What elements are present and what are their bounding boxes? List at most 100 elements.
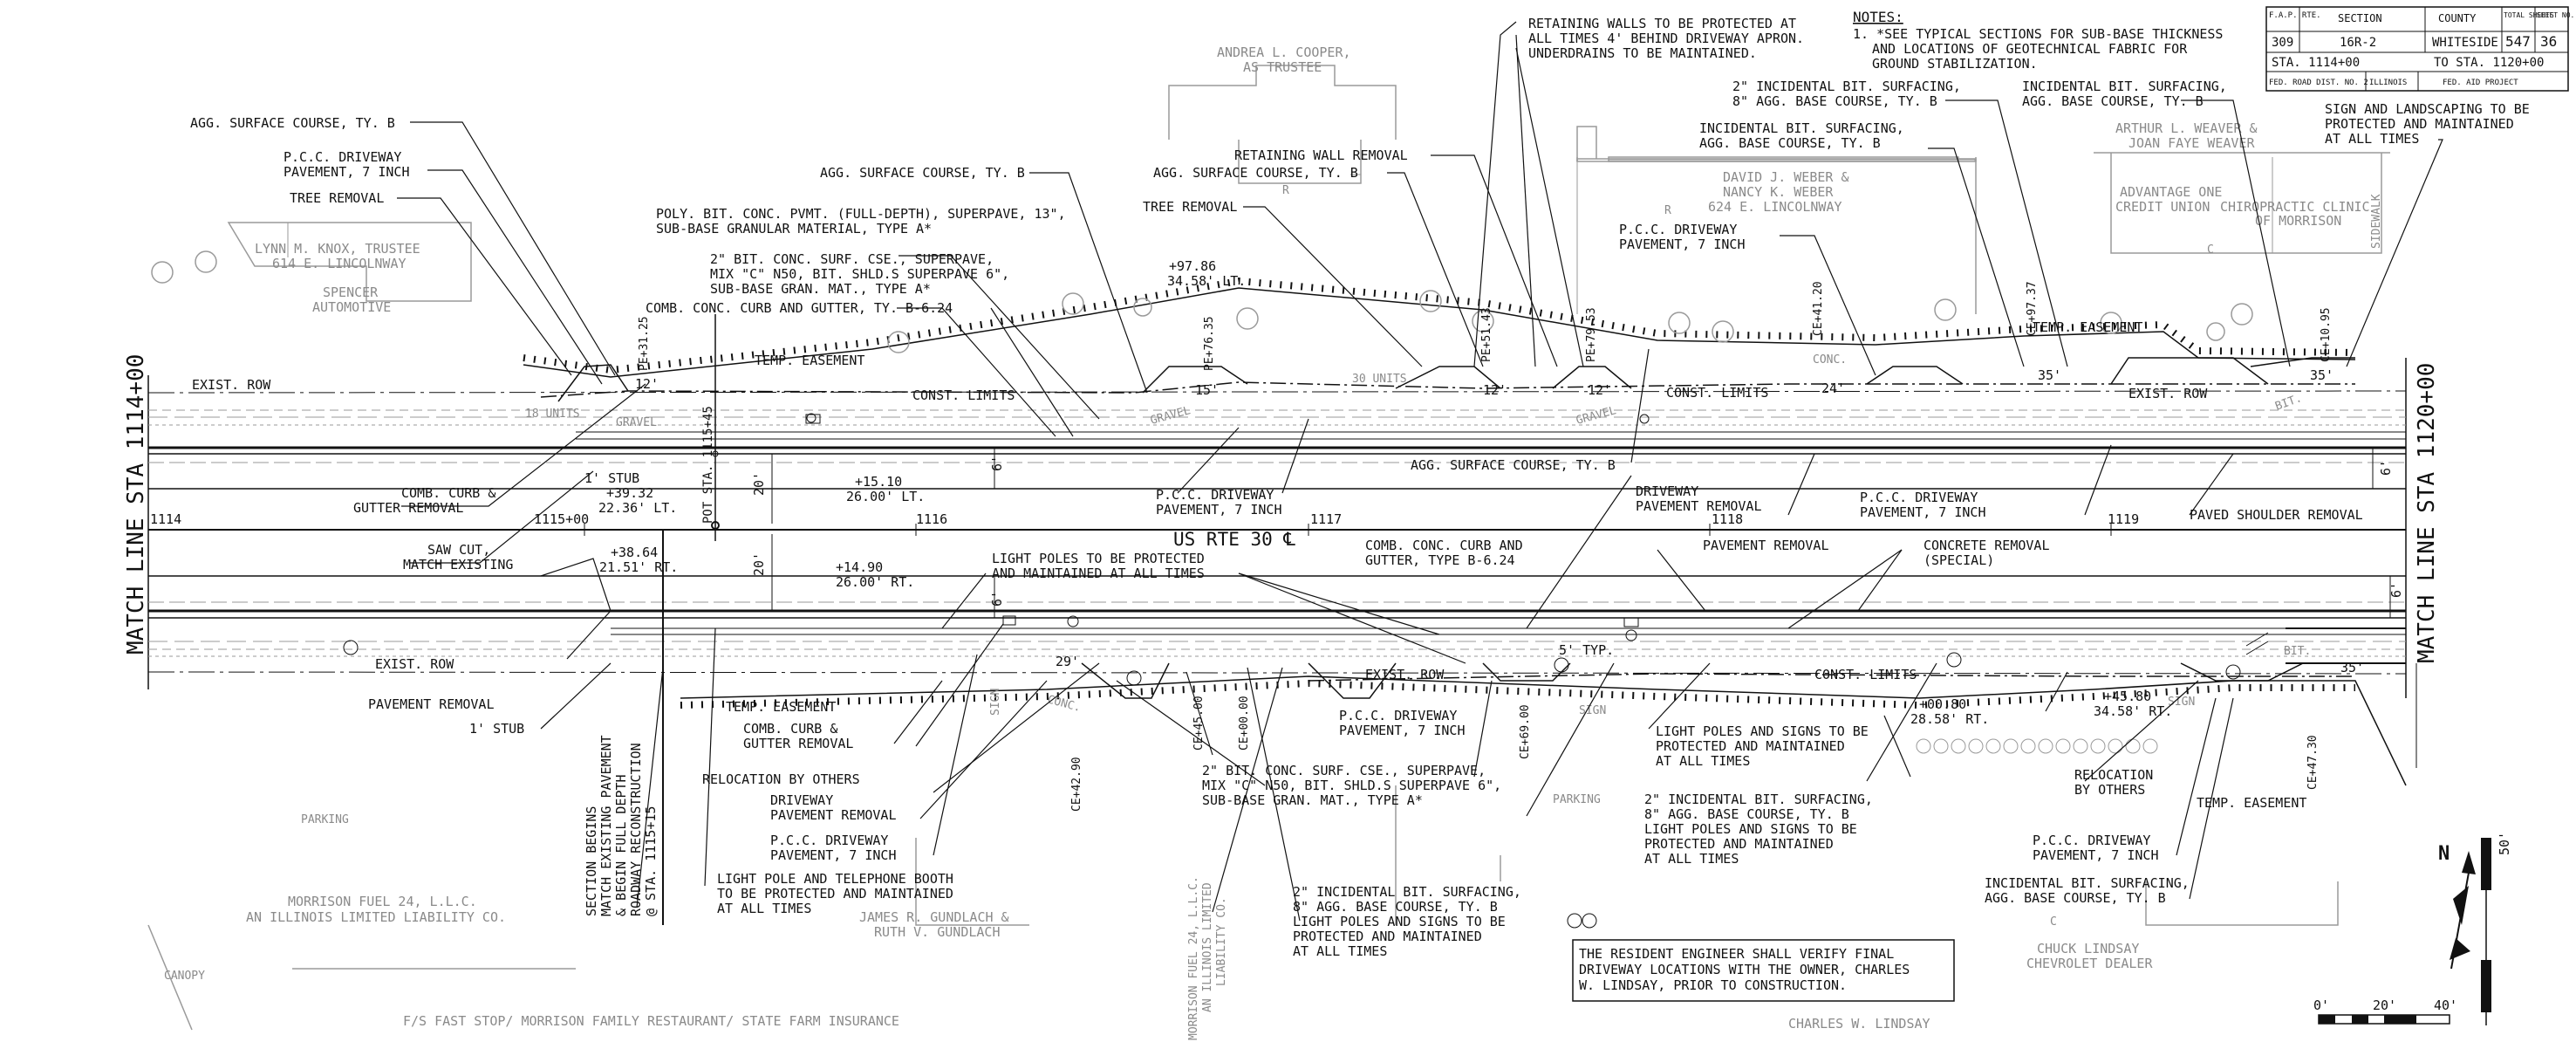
callout-light-poles-1: LIGHT POLES TO BE PROTECTED	[992, 551, 1205, 566]
owner-knox-1: LYNN M. KNOX, TRUSTEE	[255, 241, 420, 257]
callout-stub-2: 1' STUB	[469, 721, 524, 737]
road-name: US RTE 30 ℄	[1173, 529, 1295, 550]
sidewalk: SIDEWALK	[2370, 194, 2383, 249]
dim-6-d: 6'	[2388, 582, 2404, 598]
tb-fap: 309	[2272, 36, 2293, 50]
units-18: 18 UNITS	[525, 408, 580, 421]
callout-pcc-mid-1: P.C.C. DRIVEWAY	[1156, 487, 1274, 503]
owner-arthur-2: JOAN FAYE WEAVER	[2128, 135, 2255, 151]
callout-sta-3864a: +38.64	[611, 545, 658, 560]
callout-sta-3864b: 21.51' RT.	[599, 559, 678, 575]
engineer-note-2: DRIVEWAY LOCATIONS WITH THE OWNER, CHARL…	[1579, 962, 1910, 977]
callout-inc-b-2: 8" AGG. BASE COURSE, TY. B	[1293, 899, 1498, 915]
callout-pcc-tl-1: P.C.C. DRIVEWAY	[284, 149, 401, 165]
dim-6-a: 6'	[989, 456, 1005, 471]
callout-comb-c-2: GUTTER, TYPE B-6.24	[1365, 552, 1515, 568]
callout-inc-4b: AGG. BASE COURSE, TY. B	[2022, 93, 2204, 109]
owner-spencer-1: SPENCER	[323, 284, 379, 300]
callout-poly-2: SUB-BASE GRANULAR MATERIAL, TYPE A*	[656, 221, 932, 237]
scale-0: 0'	[2313, 997, 2329, 1013]
callout-pavement-removal-l: PAVEMENT REMOVAL	[368, 696, 495, 712]
callout-booth-1: LIGHT POLE AND TELEPHONE BOOTH	[717, 871, 953, 887]
callout-tree-removal-1: TREE REMOVAL	[290, 190, 384, 206]
callout-section-5: @ STA. 1115+15	[643, 806, 659, 916]
callout-section-3: & BEGIN FULL DEPTH	[613, 774, 629, 916]
callout-comb-c-1: COMB. CONC. CURB AND	[1365, 538, 1523, 553]
temp-easement-top-right: TEMP. EASEMENT	[2033, 319, 2142, 335]
dim-6-b: 6'	[989, 591, 1005, 607]
callout-sta-9786b: 34.58' LT.	[1167, 273, 1246, 289]
callout-pcc-r-2: PAVEMENT, 7 INCH	[1860, 504, 1986, 520]
callout-sta-9786a: +97.86	[1169, 258, 1216, 274]
parking-2: PARKING	[1553, 793, 1601, 806]
callout-pcc-br-1: P.C.C. DRIVEWAY	[2033, 833, 2150, 848]
callout-inc-3b: AGG. BASE COURSE, TY. B	[1699, 135, 1881, 151]
callout-inc-c-1: 2" INCIDENTAL BIT. SURFACING,	[1644, 792, 1873, 807]
callout-curb-tc: COMB. CONC. CURB AND GUTTER, TY. B-6.24	[646, 300, 953, 316]
tb-aid: FED. AID PROJECT	[2443, 79, 2518, 87]
callout-agg-mid: AGG. SURFACE COURSE, TY. B	[1411, 457, 1616, 473]
callout-walls-1: RETAINING WALLS TO BE PROTECTED AT	[1528, 16, 1796, 31]
callout-inc-2a: 2" INCIDENTAL BIT. SURFACING,	[1732, 79, 1961, 94]
canopy: CANOPY	[164, 970, 205, 983]
callout-inc-br-1: INCIDENTAL BIT. SURFACING,	[1985, 875, 2190, 891]
dim-6-c: 6'	[2378, 460, 2394, 476]
owner-fuel-1: MORRISON FUEL 24, L.L.C.	[288, 894, 477, 909]
engineer-note-1: THE RESIDENT ENGINEER SHALL VERIFY FINAL	[1579, 946, 1894, 962]
callout-bit-2c: SUB-BASE GRAN. MAT., TYPE A*	[710, 281, 931, 297]
owner-lindsay-1: CHUCK LINDSAY	[2037, 941, 2139, 956]
dim-20-bottom: 20'	[751, 552, 767, 576]
scale-50: 50'	[2497, 832, 2512, 855]
callout-inc-b-3: LIGHT POLES AND SIGNS TO BE	[1293, 914, 1506, 929]
callout-inc-c-2: 8" AGG. BASE COURSE, TY. B	[1644, 806, 1849, 822]
building-outlines	[1576, 158, 1977, 314]
road-labels: US RTE 30 ℄ 1114 1115+00 1116 1117 1118 …	[150, 367, 2404, 675]
tb-h-county: COUNTY	[2438, 12, 2477, 24]
tb-h-fap: F.A.P. RTE.	[2269, 11, 2321, 20]
callout-walls-2: ALL TIMES 4' BEHIND DRIVEWAY APRON.	[1528, 31, 1804, 46]
callout-conc-removal-1: CONCRETE REMOVAL	[1923, 538, 2050, 553]
tb-h-sheet: SHEET NO.	[2537, 11, 2574, 19]
owner-chiro-1: CHIROPRACTIC CLINIC	[2220, 199, 2370, 215]
owner-advantage-2: CREDIT UNION	[2115, 199, 2210, 215]
sign-3: SIGN	[2168, 696, 2195, 709]
callout-saw-2: MATCH EXISTING	[403, 557, 513, 572]
row-labels: EXIST. ROW EXIST. ROW EXIST. ROW EXIST. …	[164, 184, 2383, 983]
callout-sta-0080a: +00.80	[1919, 696, 1966, 712]
shrub-row	[1916, 738, 2158, 754]
callout-ce1095: CE+10.95	[2320, 307, 2333, 362]
temp-easement-bottom-right: TEMP. EASEMENT	[2197, 795, 2306, 811]
gravel-2: GRAVEL	[1149, 404, 1192, 428]
callout-lps-3: AT ALL TIMES	[1656, 753, 1750, 769]
tb-state: ILLINOIS	[2369, 79, 2407, 87]
callout-bit-b-2: MIX "C" N50, BIT. SHLD.S SUPERPAVE 6",	[1202, 778, 1501, 793]
station-1117: 1117	[1310, 511, 1342, 527]
callout-inc-c-3: LIGHT POLES AND SIGNS TO BE	[1644, 821, 1857, 837]
callout-tree-removal-2: TREE REMOVAL	[1143, 199, 1237, 215]
exist-row-bottom-left: EXIST. ROW	[375, 656, 454, 672]
r-label-1: R	[1282, 184, 1289, 197]
north-arrow: N	[2438, 843, 2476, 970]
tb-total: 547	[2505, 33, 2531, 50]
callout-stub-1: 1' STUB	[584, 470, 639, 486]
callout-bit-b-1: 2" BIT. CONC. SURF. CSE., SUPERPAVE,	[1202, 763, 1486, 778]
callout-inc-3a: INCIDENTAL BIT. SURFACING,	[1699, 120, 1904, 136]
dim-15: 15'	[1195, 382, 1219, 398]
callout-temp-easement-b: TEMP. EASEMENT	[726, 699, 836, 715]
owner-fuel-2: AN ILLINOIS LIMITED LIABILITY CO.	[246, 909, 506, 925]
sign-1: SIGN	[989, 689, 1002, 716]
exist-row-bottom-center: EXIST. ROW	[1365, 667, 1445, 682]
callout-inc-c-4: PROTECTED AND MAINTAINED	[1644, 836, 1834, 852]
callout-dwrem-b-2: PAVEMENT REMOVAL	[770, 807, 897, 823]
callout-sign-3: AT ALL TIMES	[2325, 131, 2419, 147]
title-block: F.A.P. RTE. SECTION COUNTY TOTAL SHEETS …	[2265, 6, 2574, 92]
dim-5-typ: 5' TYP.	[1559, 642, 1614, 658]
callout-inc-b-1: 2" INCIDENTAL BIT. SURFACING,	[1293, 884, 1521, 900]
dim-20-top: 20'	[751, 472, 767, 496]
owner-bottom: F/S FAST STOP/ MORRISON FAMILY RESTAURAN…	[403, 1013, 899, 1029]
callout-sta-3932a: +39.32	[606, 485, 653, 501]
station-1118: 1118	[1712, 511, 1743, 527]
units-30: 30 UNITS	[1352, 373, 1407, 386]
station-1116: 1116	[916, 511, 947, 527]
callout-ce4120: CE+41.20	[1812, 281, 1825, 336]
